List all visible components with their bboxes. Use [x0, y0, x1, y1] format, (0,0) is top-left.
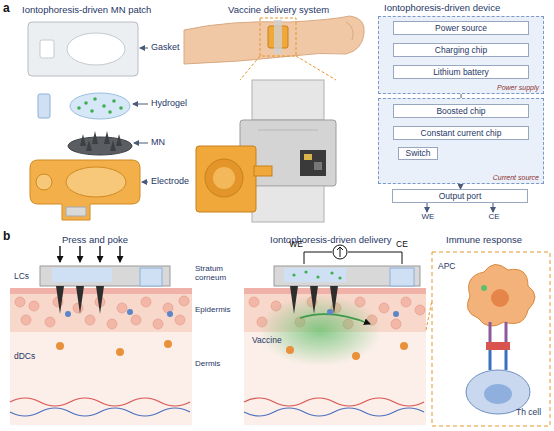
text-label: MN: [151, 138, 181, 148]
process-box: Output port: [392, 189, 528, 203]
text-label: Vaccine delivery system: [228, 5, 348, 15]
box-label: Charging chip: [435, 46, 487, 55]
text-label: WE: [286, 240, 306, 249]
group-band: Current source Boosted chipConstant curre…: [378, 98, 544, 184]
text-label: Gasket: [151, 43, 191, 53]
process-box: Lithium battery: [393, 65, 529, 79]
electrode-part: [30, 160, 140, 220]
device-closeup: [196, 80, 336, 222]
box-label: Constant current chip: [421, 129, 502, 138]
text-label: Immune response: [446, 235, 546, 245]
group-label: Power supply: [497, 84, 539, 91]
text-label: APC: [438, 262, 468, 271]
text-label: a: [3, 2, 17, 15]
text-label: Iontophoresis-driven MN patch: [22, 5, 172, 15]
group-label: Current source: [493, 174, 539, 181]
text-label: Th cell: [516, 408, 550, 417]
group-band: Power supply Power sourceCharging chipLit…: [378, 16, 544, 94]
text-label: Dermis: [195, 360, 243, 369]
process-box: Power source: [393, 21, 529, 35]
box-label: Lithium battery: [433, 68, 489, 77]
output-arrows: [427, 203, 493, 212]
process-box: Switch: [398, 147, 438, 160]
text-label: Hydrogel: [151, 99, 196, 109]
part-arrows: [133, 48, 148, 182]
process-box: Constant current chip: [393, 126, 529, 140]
immune-inset: [426, 252, 550, 426]
text-label: Vaccine: [252, 336, 292, 345]
skin-section-right: [244, 245, 426, 425]
hydrogel-part: [38, 93, 130, 119]
skin-section-left: [10, 246, 192, 425]
text-label: Iontophoresis-driven device: [384, 3, 544, 13]
box-label: Boosted chip: [436, 107, 485, 116]
box-label: Power source: [435, 24, 487, 33]
process-box: Boosted chip: [393, 104, 529, 118]
gasket-part: [28, 22, 138, 76]
text-label: Stratum corneum: [195, 265, 243, 283]
text-label: CE: [392, 240, 412, 249]
process-box: Charging chip: [393, 43, 529, 57]
text-label: LCs: [14, 272, 44, 281]
text-label: Press and poke: [62, 235, 162, 245]
text-label: dDCs: [14, 352, 44, 361]
arm-photo: [184, 16, 364, 80]
text-label: Electrode: [151, 177, 196, 187]
microneedle-part: [68, 131, 132, 155]
text-label: b: [3, 230, 17, 243]
box-label: Switch: [405, 149, 430, 158]
text-label: Epidermis: [195, 306, 243, 315]
box-label: Output port: [439, 192, 482, 201]
text-label: WE: [418, 213, 438, 222]
text-label: CE: [484, 213, 504, 222]
